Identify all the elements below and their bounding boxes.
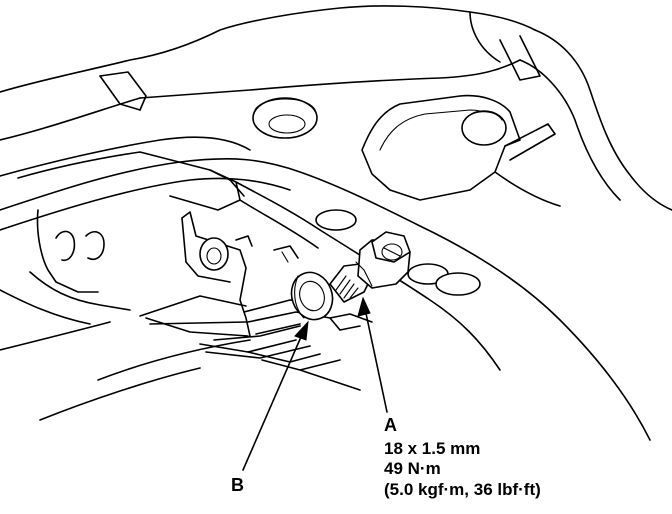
flange-bolt: [329, 231, 411, 303]
torque-nm-text: 49 N·m: [384, 459, 441, 478]
label-b: B: [231, 475, 244, 495]
mount-bracket: [181, 211, 299, 337]
body-panel: [0, 5, 672, 211]
floor-holes: [315, 209, 481, 296]
right-bracket: [361, 94, 561, 207]
leader-lines: [242, 296, 388, 471]
label-a: A: [384, 415, 397, 435]
top-boss: [252, 97, 318, 139]
ledge-stripes: [139, 295, 373, 391]
torque-alt-text: (5.0 kgf·m, 36 lbf·ft): [384, 480, 541, 499]
left-structure: [0, 209, 251, 421]
sealing-washer: [290, 271, 334, 321]
bolt-size-text: 18 x 1.5 mm: [384, 439, 480, 458]
